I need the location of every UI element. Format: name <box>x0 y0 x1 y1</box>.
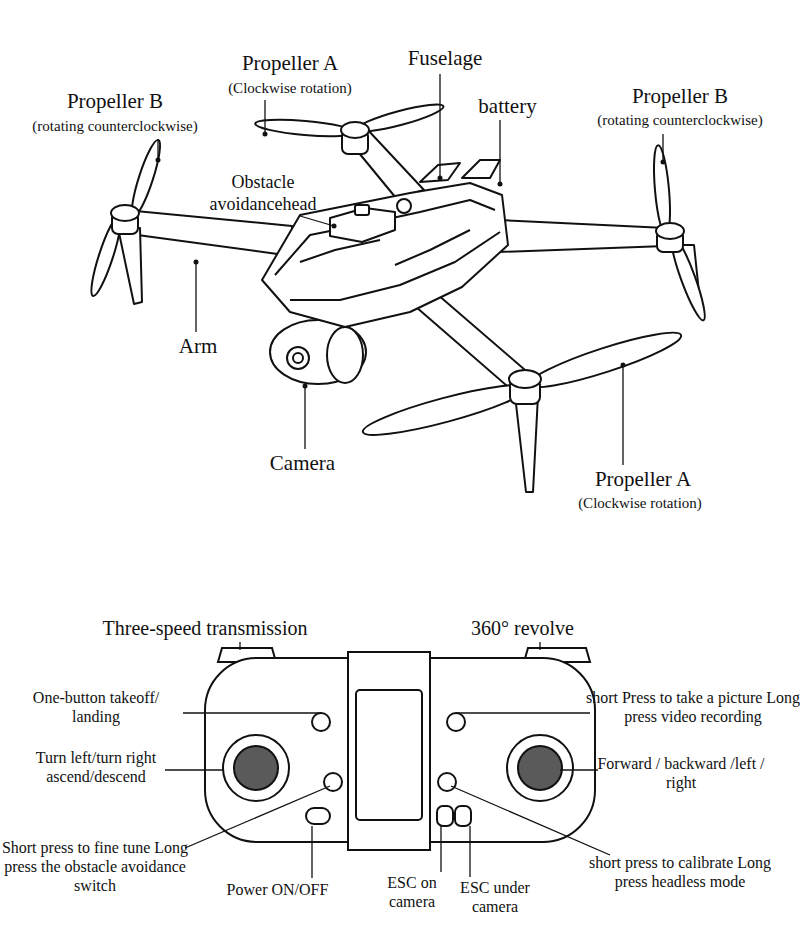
part-label: Short press to fine tune Long press the … <box>0 838 190 896</box>
part-label: Forward / backward /left / right <box>595 754 767 792</box>
panel-line <box>395 230 470 265</box>
leader-dot <box>194 260 199 265</box>
part-label: (Clockwise rotation) <box>540 494 740 512</box>
leader-line <box>440 826 441 872</box>
leader-line <box>185 786 330 848</box>
part-label: Propeller B <box>35 89 195 114</box>
leader-dot <box>498 182 503 187</box>
power-button <box>306 808 330 824</box>
controller-leaders <box>165 642 610 878</box>
right-arm <box>498 220 666 252</box>
part-label: (rotating counterclockwise) <box>565 111 795 129</box>
leader-line <box>264 100 265 134</box>
part-label: Power ON/OFF <box>210 880 345 899</box>
part-label: Propeller B <box>600 84 760 109</box>
leader-lines <box>158 74 663 465</box>
panel-line <box>300 240 380 262</box>
button <box>447 713 465 731</box>
landing-leg <box>118 228 142 304</box>
landing-leg <box>515 395 538 492</box>
esc-switch <box>455 806 471 826</box>
motor-cap <box>656 223 684 239</box>
holder-screen <box>356 690 422 820</box>
propeller-blade <box>525 324 685 396</box>
part-label: Fuselage <box>385 46 505 71</box>
motor-cap <box>509 370 541 388</box>
leader-line <box>183 712 321 713</box>
leader-dot <box>438 176 443 181</box>
part-label: ESC under camera <box>447 878 543 916</box>
part-label: Camera <box>250 451 355 476</box>
leader-dots <box>156 132 666 389</box>
leader-line <box>239 642 240 650</box>
part-label: short Press to take a picture Long press… <box>582 688 804 726</box>
sensor <box>355 205 369 215</box>
motor-cap <box>341 122 369 138</box>
leader-line <box>157 139 158 160</box>
propeller-blade <box>360 376 530 443</box>
part-label: 360° revolve <box>455 616 590 640</box>
propeller-blade <box>255 117 356 140</box>
sensor <box>397 199 411 213</box>
leader-line <box>499 120 500 184</box>
battery-ridge <box>462 160 500 178</box>
part-label: ESC on camera <box>378 873 446 911</box>
leader-line <box>451 786 610 855</box>
leader-line <box>311 826 312 878</box>
leader-line <box>539 642 540 650</box>
button <box>324 773 342 791</box>
leader-dot <box>332 224 337 229</box>
leader-line <box>439 74 440 178</box>
part-label: battery <box>455 94 560 119</box>
part-label: Arm <box>163 334 233 359</box>
camera-gimbal <box>270 320 366 384</box>
part-label: Three-speed transmission <box>75 616 335 640</box>
esc-switch <box>437 806 453 826</box>
leader-line <box>195 262 196 332</box>
part-label: short press to calibrate Long press head… <box>580 853 780 891</box>
leader-dot <box>303 384 308 389</box>
leader-line <box>662 134 663 162</box>
leader-dot <box>263 132 268 137</box>
button <box>438 773 456 791</box>
camera-lens <box>287 347 309 369</box>
leader-line <box>300 216 334 226</box>
motor-cap <box>111 205 139 221</box>
leader-line <box>469 826 470 877</box>
leader-line <box>622 365 623 465</box>
drone <box>86 100 710 492</box>
panel-line <box>290 232 500 300</box>
part-label: Obstacle avoidancehead <box>190 172 336 215</box>
left-arm <box>125 210 292 256</box>
controller <box>205 648 595 850</box>
propeller-blade <box>651 145 673 236</box>
part-label: Propeller A <box>563 467 723 492</box>
part-label: (rotating counterclockwise) <box>0 117 230 135</box>
joystick-grip <box>234 746 278 790</box>
leader-line <box>560 769 598 770</box>
leader-line <box>165 769 223 770</box>
leader-dot <box>156 158 161 163</box>
button <box>312 713 330 731</box>
part-label: (Clockwise rotation) <box>190 79 390 97</box>
leader-line <box>304 386 305 449</box>
leader-dot <box>621 363 626 368</box>
part-label: Propeller A <box>205 51 375 76</box>
joystick <box>223 735 289 801</box>
phone-holder <box>348 652 430 850</box>
joystick <box>507 735 573 801</box>
leader-dot <box>661 160 666 165</box>
leader-line <box>456 712 590 713</box>
joystick-grip <box>518 746 562 790</box>
part-label: One-button takeoff/ landing <box>10 688 182 726</box>
part-label: Turn left/turn right ascend/descend <box>10 748 182 786</box>
gimbal-side <box>327 327 363 383</box>
camera-lens-inner <box>293 353 303 363</box>
